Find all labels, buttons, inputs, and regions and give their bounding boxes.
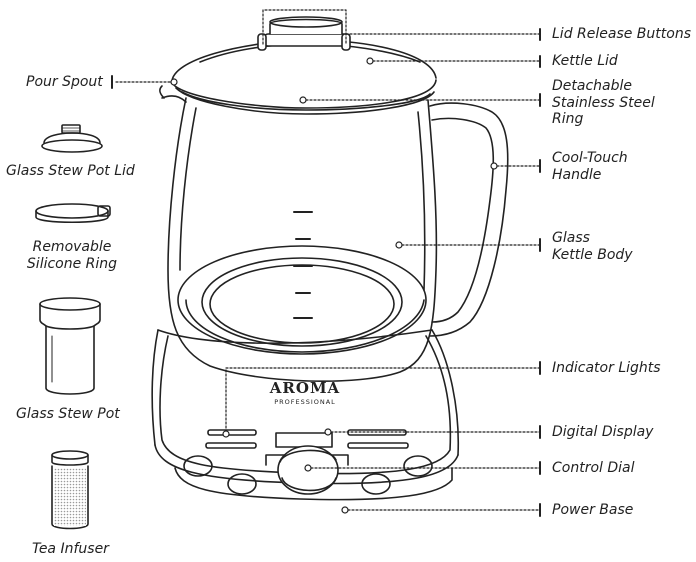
aroma-logo: AROMA PROFESSIONAL xyxy=(269,379,340,406)
label-lid-release-buttons: Lid Release Buttons xyxy=(552,26,691,42)
kettle-body xyxy=(167,97,438,382)
control-panel xyxy=(183,429,433,495)
logo-brand: AROMA xyxy=(269,379,340,397)
label-glass-kettle-body: Glass Kettle Body xyxy=(552,230,633,263)
kettle-lid xyxy=(171,16,437,115)
label-glass-stew-pot: Glass Stew Pot xyxy=(16,406,120,422)
label-kettle-lid: Kettle Lid xyxy=(552,53,618,69)
label-control-dial: Control Dial xyxy=(552,460,635,476)
label-indicator-lights: Indicator Lights xyxy=(552,360,661,376)
glass-stew-pot-lid-illustration xyxy=(41,124,103,153)
label-detachable-stainless-ring: Detachable Stainless Steel Ring xyxy=(552,78,655,127)
label-removable-silicone-ring: Removable Silicone Ring xyxy=(26,239,118,272)
label-pour-spout: Pour Spout xyxy=(26,74,103,90)
label-tea-infuser: Tea Infuser xyxy=(32,541,109,557)
removable-silicone-ring-illustration xyxy=(35,203,111,224)
logo-sub: PROFESSIONAL xyxy=(274,398,336,406)
cool-touch-handle xyxy=(429,102,509,337)
pour-spout xyxy=(159,85,187,103)
label-glass-stew-pot-lid: Glass Stew Pot Lid xyxy=(6,163,135,179)
label-cool-touch-handle: Cool-Touch Handle xyxy=(552,150,628,183)
glass-stew-pot-illustration xyxy=(39,297,101,395)
label-power-base: Power Base xyxy=(552,502,634,518)
label-digital-display: Digital Display xyxy=(552,424,654,440)
tea-infuser-illustration xyxy=(51,450,89,530)
leader-lines xyxy=(111,9,541,517)
